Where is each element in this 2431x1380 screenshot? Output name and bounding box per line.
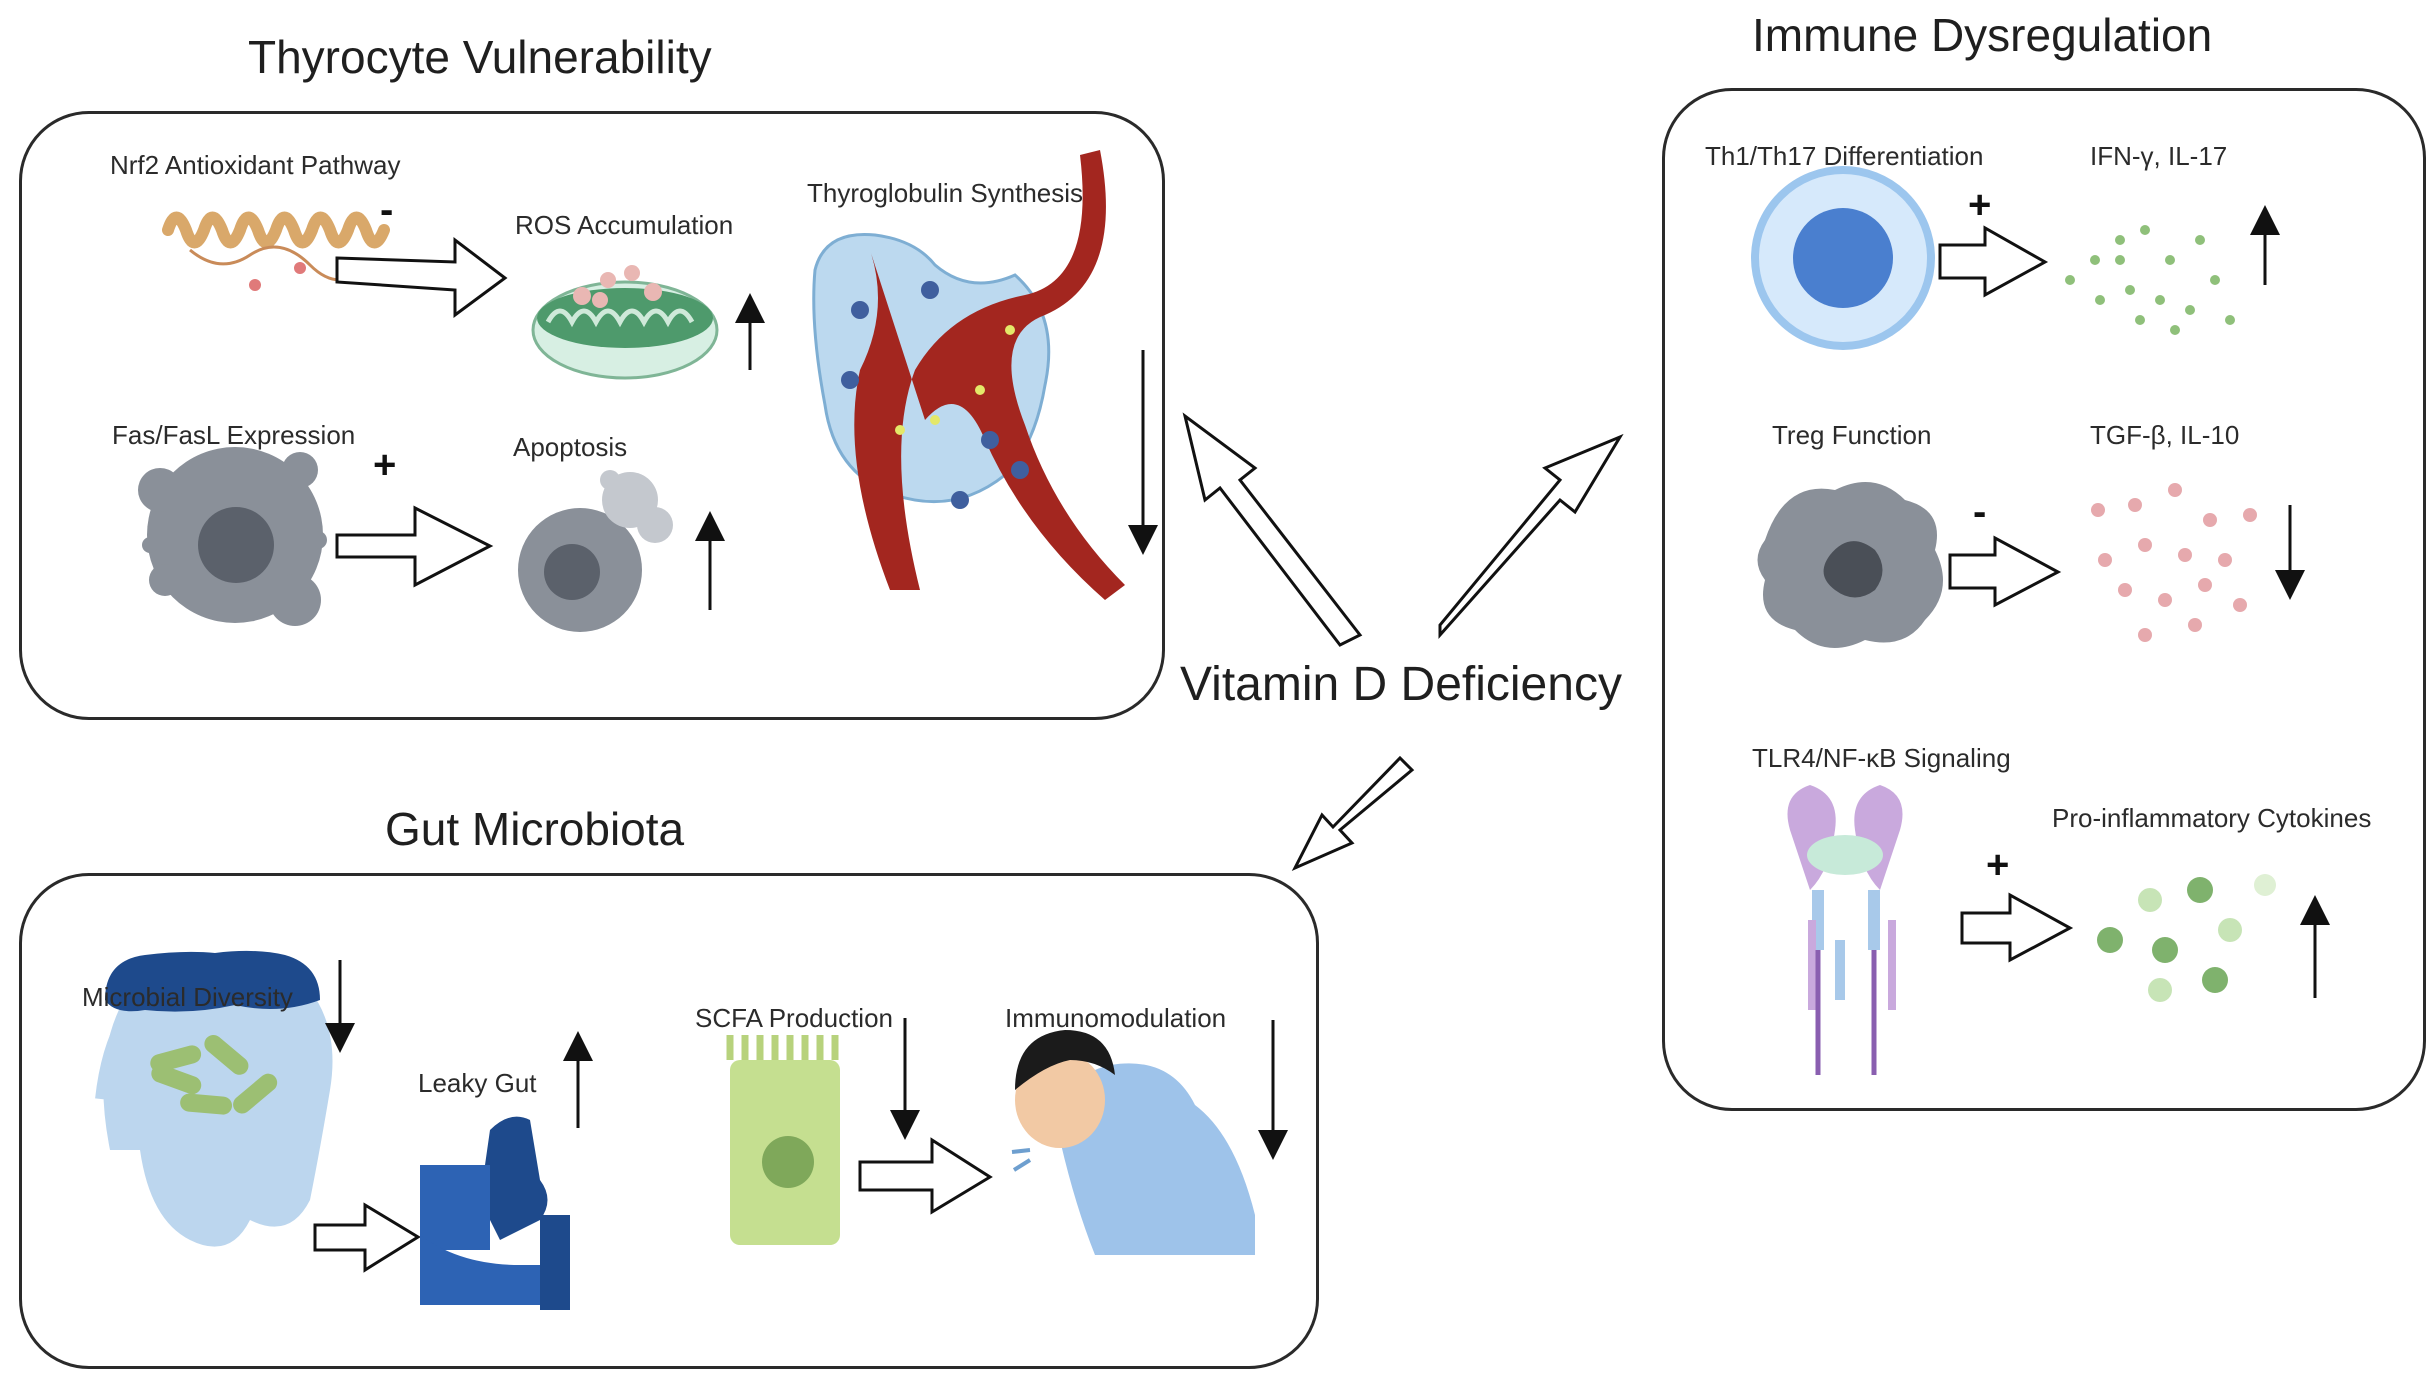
fas-cell-icon	[138, 447, 327, 626]
apoptosis-label: Apoptosis	[513, 432, 628, 462]
nrf2-to-ros-arrow	[335, 236, 508, 318]
treg-to-tgf-arrow	[1948, 535, 2062, 608]
th-sign: +	[1968, 183, 1992, 227]
diversity-label: Microbial Diversity	[82, 982, 293, 1012]
tlr-sign: +	[1986, 843, 2010, 887]
gut-microbiota-icon	[95, 950, 333, 1247]
scfa-cell-icon	[726, 1035, 840, 1245]
tgf-dots	[2091, 483, 2257, 642]
th-to-ifn-arrow	[1938, 225, 2049, 298]
leaky-label: Leaky Gut	[418, 1068, 537, 1098]
scfa-label: SCFA Production	[695, 1003, 893, 1033]
tgf-label: TGF-β, IL-10	[2090, 420, 2240, 450]
nrf2-sign: -	[380, 188, 394, 232]
treg-cell-icon	[1757, 482, 1943, 648]
ros-label: ROS Accumulation	[515, 210, 734, 240]
nrf2-label: Nrf2 Antioxidant Pathway	[110, 150, 401, 180]
cytokines-label: Pro-inflammatory Cytokines	[2052, 803, 2372, 833]
th-label: Th1/Th17 Differentiation	[1705, 141, 1984, 171]
sick-person-icon	[1011, 1030, 1255, 1255]
gut-title: Gut Microbiota	[385, 803, 685, 855]
arrow-to-thyrocyte	[1182, 412, 1363, 647]
immunomod-label: Immunomodulation	[1005, 1003, 1227, 1033]
th-cell-icon	[1751, 166, 1935, 350]
treg-sign: -	[1973, 490, 1987, 534]
ifn-label: IFN-γ, IL-17	[2090, 141, 2228, 171]
toilet-icon	[420, 1116, 570, 1310]
fas-label: Fas/FasL Expression	[112, 420, 356, 450]
ifn-dots	[2065, 225, 2235, 335]
vitamin-d-label: Vitamin D Deficiency	[1180, 658, 1622, 711]
arrow-to-gut	[1291, 755, 1415, 872]
thyroglobulin-label: Thyroglobulin Synthesis	[807, 178, 1084, 208]
mitochondria-icon	[531, 265, 719, 380]
fas-sign: +	[373, 443, 397, 487]
thyrocyte-title: Thyrocyte Vulnerability	[248, 31, 712, 83]
arrow-to-immune	[1438, 433, 1624, 639]
scfa-to-immunomod-arrow	[858, 1137, 993, 1215]
tlr4-receptor-icon	[1787, 785, 1903, 1075]
immune-title: Immune Dysregulation	[1752, 9, 2213, 61]
tlr-to-cytokines-arrow	[1960, 892, 2074, 963]
fas-to-apoptosis-arrow	[335, 505, 494, 588]
thyroid-follicle-icon	[812, 150, 1125, 600]
cytokine-dots	[2097, 874, 2276, 1002]
gut-to-leaky-arrow	[313, 1202, 421, 1273]
apoptotic-cell-icon	[518, 470, 673, 632]
tlr-label: TLR4/NF-κB Signaling	[1752, 743, 2011, 773]
treg-label: Treg Function	[1772, 420, 1932, 450]
